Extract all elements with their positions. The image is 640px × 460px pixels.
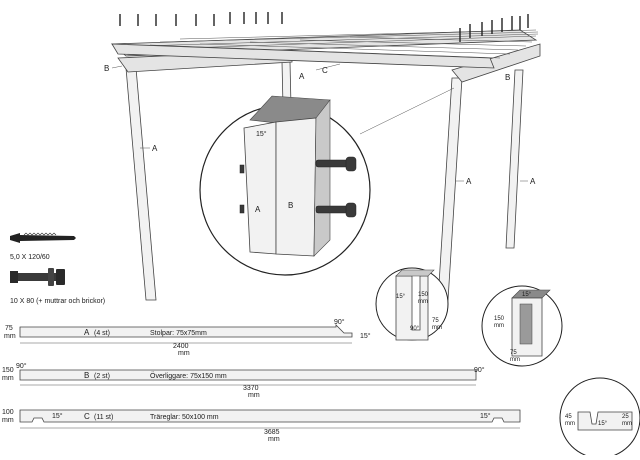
part-c-desc: Träreglar: 50x100 mm (150, 414, 219, 421)
detail-label-b: B (288, 201, 293, 210)
post-notch-bottom-angle: 90° (410, 326, 420, 332)
part-c-id: C (84, 412, 90, 421)
joist-notch-right-unit: mm (622, 421, 632, 427)
part-c-length-unit: mm (268, 436, 280, 443)
callout-post-notch: 15° 150 mm 75 mm 90° (375, 267, 449, 341)
part-c-qty: (11 st) (94, 414, 113, 421)
part-a-angle-right: 15° (360, 332, 371, 340)
post-notch-width: 75 (432, 318, 439, 324)
part-b-length-unit: mm (248, 392, 260, 399)
post-notch-angle: 15° (396, 294, 406, 300)
beam-notch-width: 75 (510, 350, 517, 356)
part-c-angle-right: 15° (480, 412, 491, 420)
part-b-length: 3370 (243, 385, 259, 392)
label-b-left: B (104, 64, 109, 73)
joist-notch-left: 45 (565, 414, 572, 420)
beam-right (451, 43, 541, 83)
beam-notch-angle: 15° (522, 292, 532, 298)
part-c-length: 3685 (264, 429, 280, 436)
part-a-angle-left: 90° (334, 318, 345, 326)
label-c: C (322, 66, 328, 75)
part-a-section-unit: mm (4, 333, 16, 340)
part-c-angle-left: 15° (52, 412, 63, 420)
callout-beam-notch: 15° 150 mm 75 mm (481, 285, 563, 367)
detail-label-a: A (255, 205, 261, 214)
label-a-front-left: A (152, 144, 158, 153)
part-b-qty: (2 st) (94, 373, 110, 380)
part-c: 100 mm C (11 st) Träreglar: 50x100 mm 15… (2, 409, 521, 443)
beam-notch-width-unit: mm (510, 357, 520, 363)
joint-detail: 15° A B (199, 95, 371, 276)
part-b-section-unit: mm (2, 375, 14, 382)
part-b-id: B (84, 371, 89, 380)
joists (110, 29, 539, 69)
part-c-section: 100 (2, 409, 14, 416)
callout-joist-notch: 45 mm 15° 25 mm (559, 377, 640, 459)
joist-notch-left-unit: mm (565, 421, 575, 427)
pergola-assembly: B A C A B A A (104, 12, 541, 301)
part-a-id: A (84, 328, 90, 337)
post-back-right (505, 69, 524, 249)
post-front-right (437, 77, 463, 301)
beam-notch-depth-unit: mm (494, 323, 504, 329)
label-a-back-right: A (530, 177, 536, 186)
part-a: 75 mm A (4 st) Stolpar: 75x75mm 90° 15° … (4, 318, 371, 357)
joist-notch-angle: 15° (598, 421, 608, 427)
bolt-icon (10, 268, 65, 286)
screw-icon (10, 232, 76, 243)
bolt-label: 10 X 80 (+ muttrar och brickor) (10, 298, 105, 305)
joist-notch-right: 25 (622, 414, 629, 420)
part-a-length-unit: mm (178, 350, 190, 357)
part-c-section-unit: mm (2, 417, 14, 424)
part-b-angle-left: 90° (16, 362, 27, 370)
part-a-desc: Stolpar: 75x75mm (150, 330, 207, 337)
hardware-legend: 5,0 X 120/60 10 X 80 (+ muttrar och bric… (10, 232, 105, 305)
part-a-length: 2400 (173, 343, 189, 350)
part-a-section: 75 (5, 325, 13, 332)
part-b-section: 150 (2, 367, 14, 374)
detail-angle-label: 15° (256, 130, 267, 138)
label-a-front-right: A (466, 177, 472, 186)
post-notch-depth: 150 (418, 292, 429, 298)
part-b: 150 mm B (2 st) Överliggare: 75x150 mm 9… (2, 362, 485, 399)
screw-label: 5,0 X 120/60 (10, 254, 50, 261)
part-b-desc: Överliggare: 75x150 mm (150, 372, 227, 380)
post-notch-depth-unit: mm (418, 299, 428, 305)
beam-notch-depth: 150 (494, 316, 505, 322)
post-front-left (125, 67, 157, 301)
label-b-right: B (505, 73, 510, 82)
label-a-back-left: A (299, 72, 305, 81)
part-a-qty: (4 st) (94, 330, 110, 337)
post-notch-width-unit: mm (432, 325, 442, 331)
top-screws (119, 12, 529, 42)
part-b-angle-right: 90° (474, 366, 485, 374)
